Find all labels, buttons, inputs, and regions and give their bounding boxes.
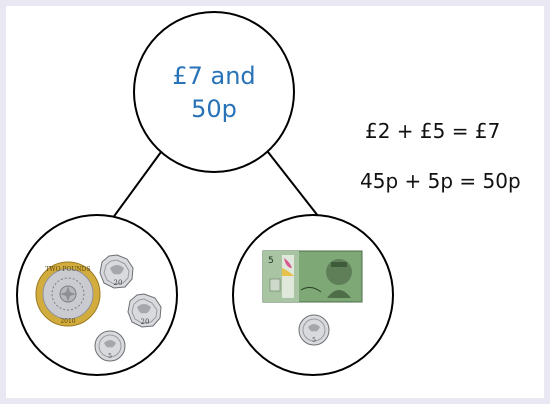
coin-value: 20: [114, 279, 123, 287]
coin-value: 20: [141, 318, 150, 326]
part-whole-diagram: TWO POUNDS 2010 20 20 5: [6, 6, 544, 398]
twenty-pence-coin-icon: 20: [127, 293, 162, 328]
coin-value: 5: [312, 337, 316, 344]
coin-value: 5: [108, 353, 112, 360]
five-pence-coin-icon: 5: [94, 330, 126, 362]
five-pound-note-icon: 5: [262, 250, 363, 303]
equation-pounds: £2 + £5 = £7: [365, 119, 501, 143]
twenty-pence-coin-icon: 20: [99, 254, 134, 289]
whole-label: £7 and 50p: [136, 60, 292, 126]
coin-inscription: TWO POUNDS: [45, 266, 90, 273]
whole-label-line2: 50p: [191, 95, 237, 123]
diagram-canvas: TWO POUNDS 2010 20 20 5: [16, 11, 394, 376]
coin-year: 2010: [60, 318, 75, 325]
five-pence-coin-icon: 5: [298, 314, 330, 346]
whole-label-line1: £7 and: [172, 62, 256, 90]
whole-circle: [133, 11, 295, 173]
equation-pence: 45p + 5p = 50p: [360, 169, 521, 193]
note-value: 5: [268, 256, 274, 266]
two-pound-coin-icon: TWO POUNDS 2010: [35, 261, 101, 327]
